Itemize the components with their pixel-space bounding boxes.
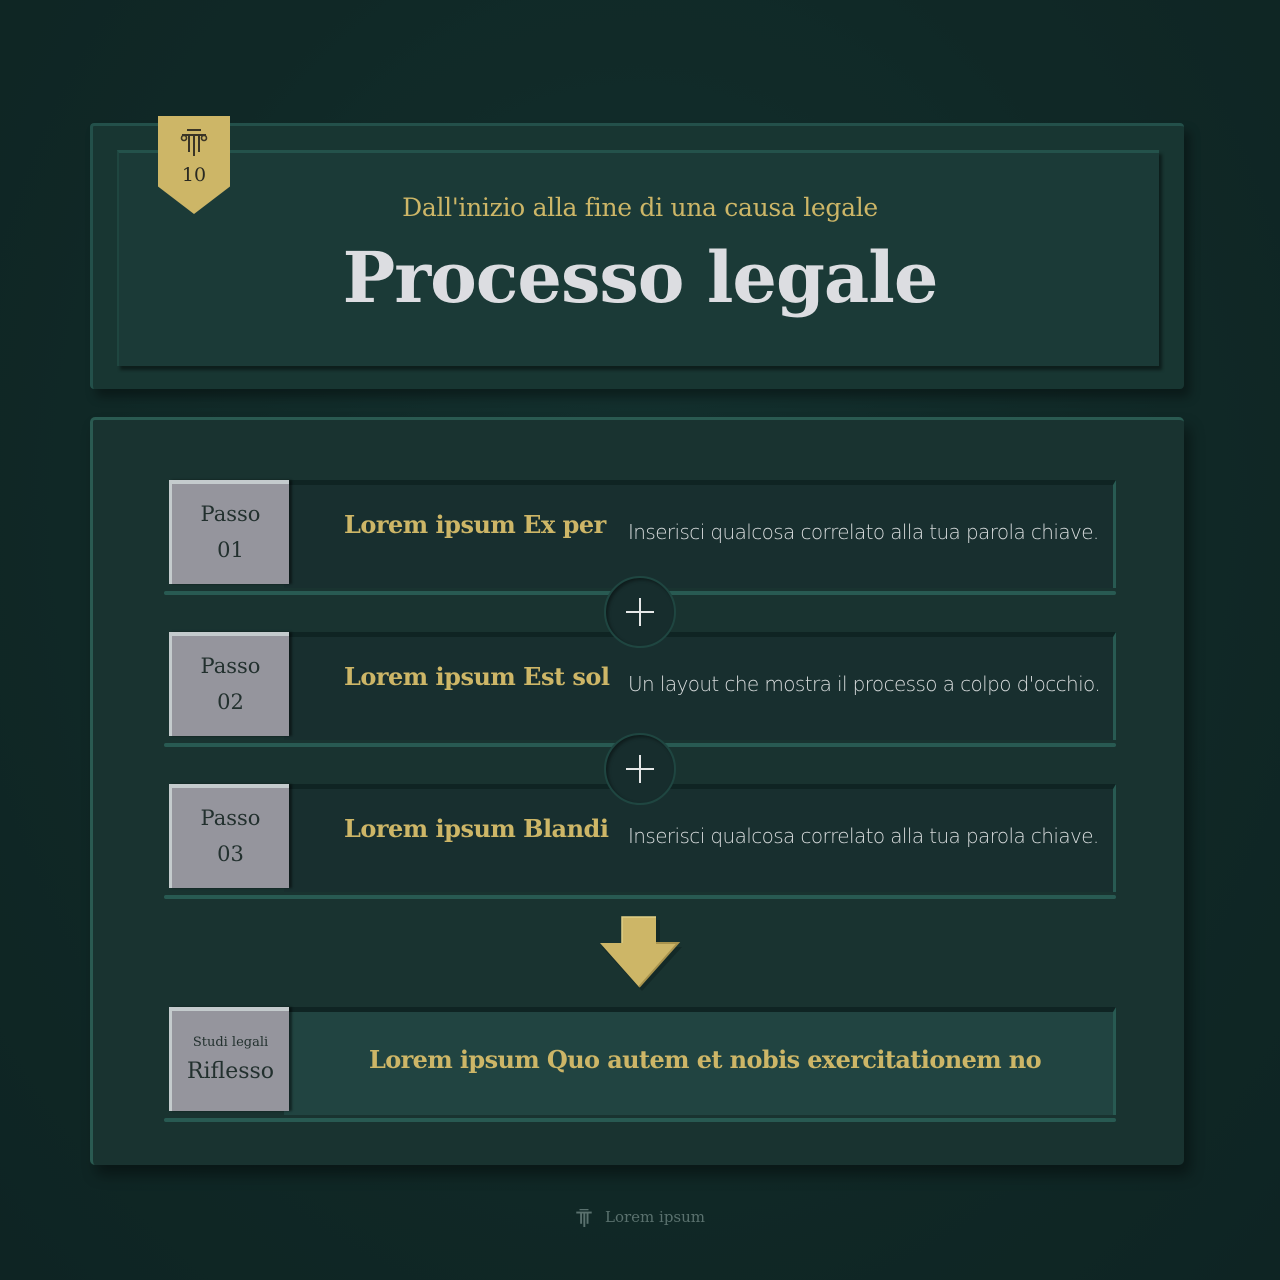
result-bar: [284, 1007, 1116, 1115]
pillar-icon: [180, 129, 208, 156]
page-title: Processo legale: [342, 236, 939, 319]
step-number: 02: [217, 690, 244, 714]
step-description: Inserisci qualcosa correlato alla tua pa…: [628, 824, 1099, 848]
step-number-box: Passo 02: [169, 632, 289, 736]
arrow-down-icon: [600, 916, 682, 991]
step-bar: [284, 480, 1116, 588]
step-title: Lorem ipsum Est sol: [344, 662, 610, 691]
badge-number: 10: [181, 164, 207, 186]
result-text: Lorem ipsum Quo autem et nobis exercitat…: [368, 1045, 1042, 1074]
step-label: Passo: [200, 654, 261, 678]
step-bar: [284, 784, 1116, 892]
step-number: 01: [217, 538, 244, 562]
result-label-small: Studi legali: [192, 1035, 269, 1050]
step-title: Lorem ipsum Blandi: [344, 814, 609, 843]
step-row-3: Passo 03 Lorem ipsum Blandi Inserisci qu…: [164, 782, 1116, 899]
page-subtitle: Dall'inizio alla fine di una causa legal…: [402, 193, 878, 222]
plus-icon: [604, 576, 676, 648]
step-description: Un layout che mostra il processo a colpo…: [628, 672, 1101, 696]
header-panel: [117, 150, 1159, 366]
step-title: Lorem ipsum Ex per: [344, 510, 606, 539]
step-base-line: [164, 895, 1116, 899]
result-label-box: Studi legali Riflesso: [169, 1007, 289, 1111]
plus-icon: [604, 733, 676, 805]
footer-text: Lorem ipsum: [604, 1208, 705, 1226]
footer: Lorem ipsum: [0, 1208, 1280, 1228]
step-bar: [284, 632, 1116, 740]
result-label-big: Riflesso: [186, 1059, 275, 1084]
pillar-icon: [576, 1209, 592, 1227]
step-label: Passo: [200, 806, 261, 830]
result-base-line: [164, 1118, 1116, 1122]
step-row-1: Passo 01 Lorem ipsum Ex per Inserisci qu…: [164, 478, 1116, 595]
result-row: Studi legali Riflesso Lorem ipsum Quo au…: [164, 1005, 1116, 1122]
step-number-box: Passo 03: [169, 784, 289, 888]
step-description: Inserisci qualcosa correlato alla tua pa…: [628, 520, 1099, 544]
step-number: 03: [217, 842, 244, 866]
step-label: Passo: [200, 502, 261, 526]
step-number-box: Passo 01: [169, 480, 289, 584]
